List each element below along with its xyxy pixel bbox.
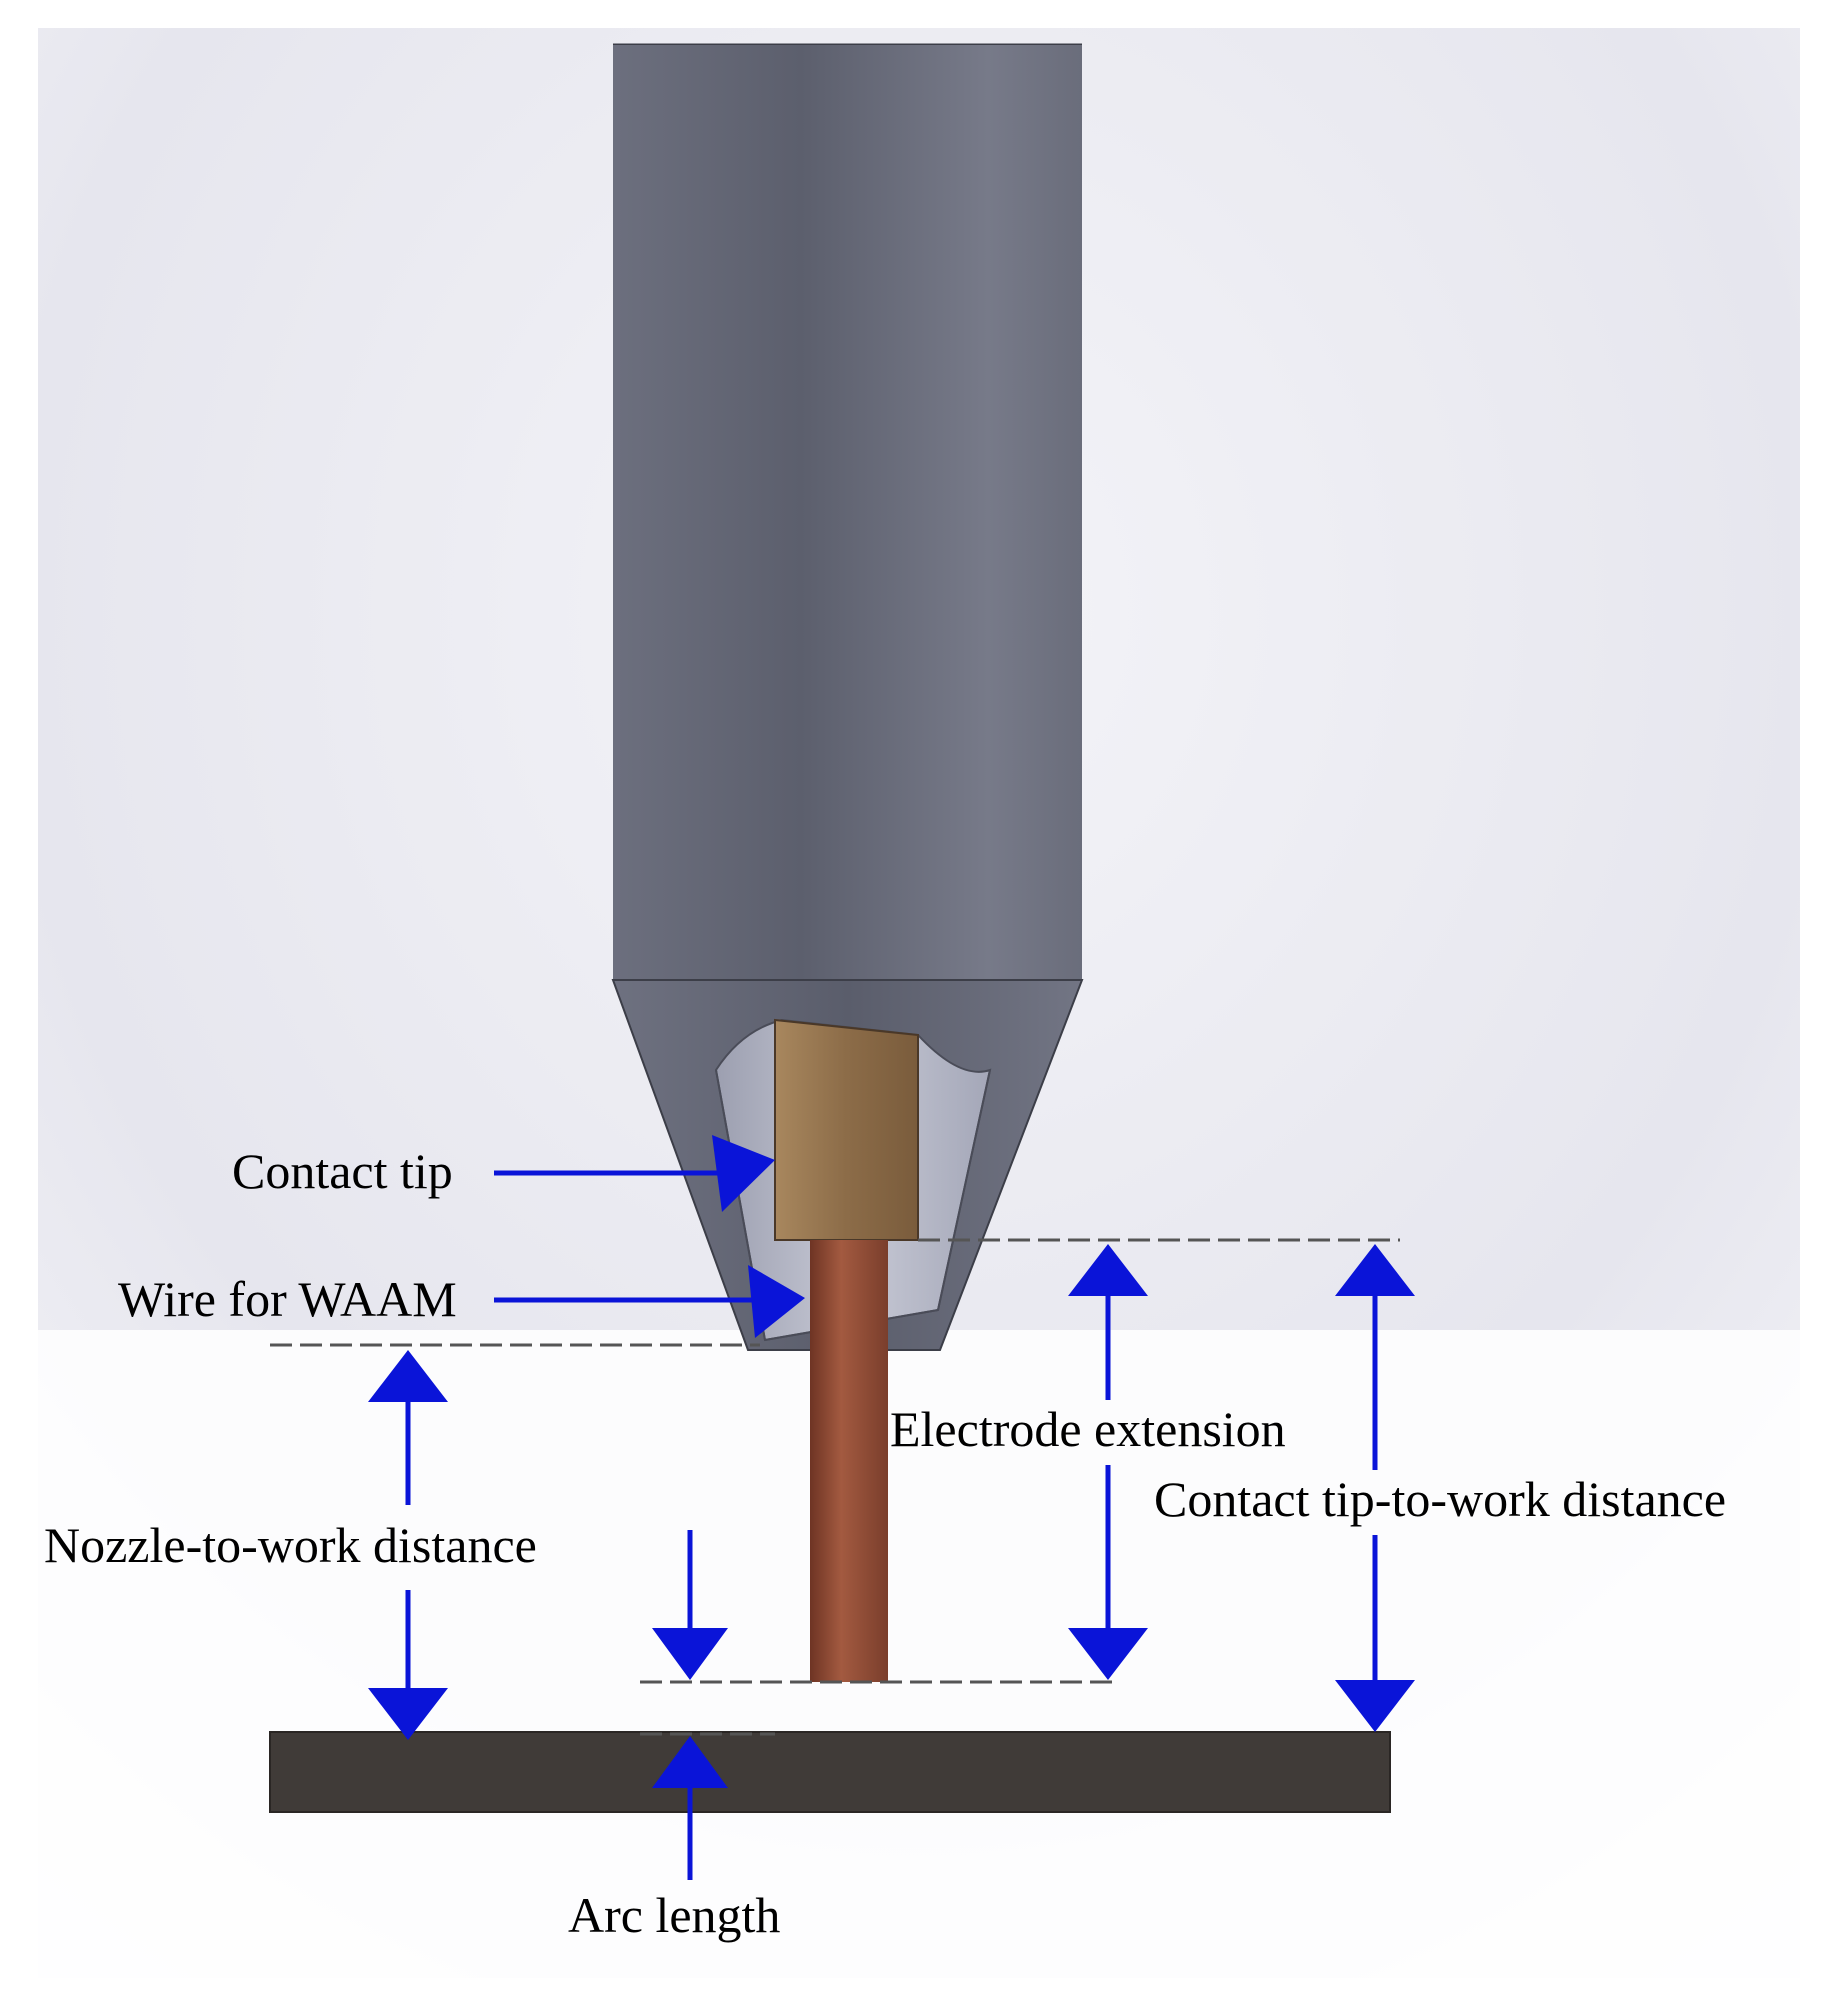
- ctwd-arrowhead-up: [1335, 1244, 1415, 1296]
- arc-length-bottom-arrowhead: [652, 1736, 728, 1788]
- workpiece-plate: [269, 1731, 1391, 1813]
- ctwd-arrowhead-down: [1335, 1680, 1415, 1732]
- arc-length-top-arrowhead: [652, 1628, 728, 1680]
- wire-electrode: [810, 1240, 888, 1682]
- nozzle-to-work-arrowhead-down: [368, 1688, 448, 1740]
- electrode-extension-arrowhead-down: [1068, 1628, 1148, 1680]
- reference-lines: [270, 1238, 1400, 1736]
- label-nozzle-to-work-distance: Nozzle-to-work distance: [44, 1517, 537, 1573]
- dimension-arrows: [368, 1135, 1415, 1880]
- lower-white-area: [38, 1330, 1800, 1980]
- label-contact-tip: Contact tip: [232, 1143, 453, 1199]
- label-arc-length: Arc length: [568, 1887, 780, 1943]
- electrode-extension-arrowhead-up: [1068, 1244, 1148, 1296]
- label-electrode-extension: Electrode extension: [890, 1401, 1286, 1457]
- torch-cylinder: [613, 45, 1082, 980]
- contact-tip-arrowhead: [712, 1135, 775, 1212]
- wire-arrowhead: [748, 1265, 805, 1338]
- nozzle-to-work-arrowhead-up: [368, 1350, 448, 1402]
- contact-tip: [774, 1018, 919, 1241]
- label-contact-tip-to-work-distance: Contact tip-to-work distance: [1154, 1471, 1726, 1527]
- label-wire-for-waam: Wire for WAAM: [118, 1271, 457, 1327]
